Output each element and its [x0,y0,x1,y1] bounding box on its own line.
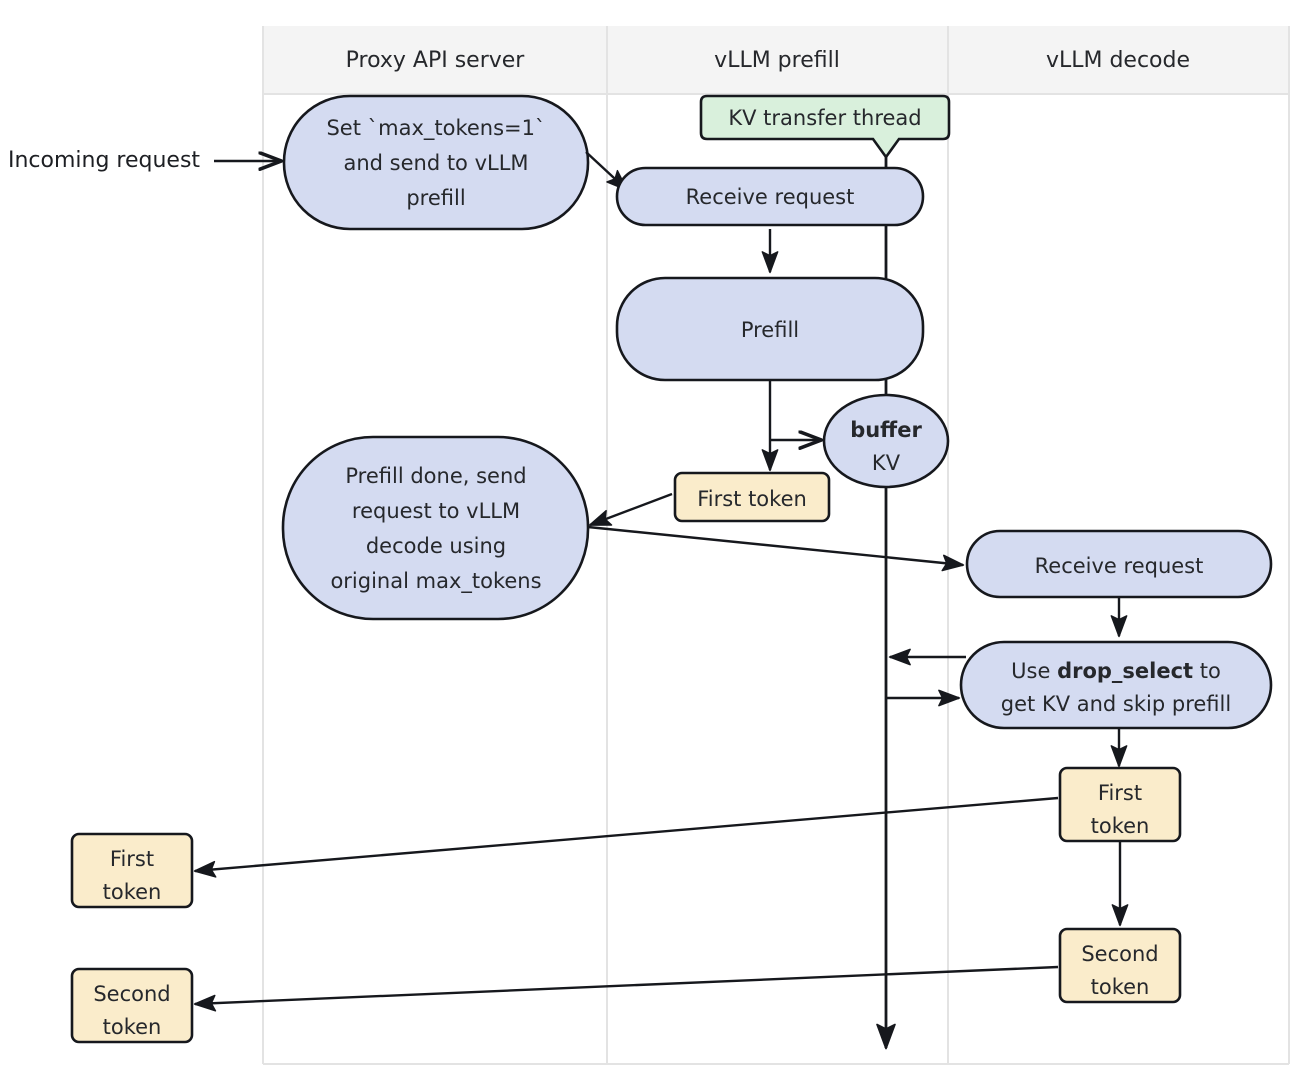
lane-title-decode: vLLM decode [1046,48,1190,73]
node-set-max-tokens-shape [282,94,590,231]
node-kv-transfer-thread-shape [699,94,951,160]
node-prefill-receive-request-shape [615,166,925,227]
node-set-max-tokens-line-3: prefill [406,186,465,210]
node-prefill[interactable]: Prefill [615,276,925,382]
node-kv-transfer-thread[interactable]: KV transfer thread [699,94,951,160]
node-prefill-receive-request[interactable]: Receive request [615,166,925,227]
node-decode-second-token-shape [1058,927,1182,1004]
drop-select-seg-1: Use [1011,659,1057,683]
node-prefill-done-line-3: decode using [366,534,506,558]
lane-title-prefill: vLLM prefill [714,48,840,73]
node-prefill-label: Prefill [741,318,799,342]
node-prefill-done-line-1: Prefill done, send [345,464,526,488]
node-proxy-second-token-line-1: Second [93,982,170,1006]
node-decode-first-token-line-2: token [1091,814,1150,838]
edge-prefill-first-token-to-prefill-done [588,492,673,527]
node-proxy-first-token[interactable]: First token [70,832,194,909]
node-decode-second-token[interactable]: Second token [1058,927,1182,1004]
node-buffer-kv-line-2: KV [872,451,901,475]
drop-select-seg-3: to [1193,659,1221,683]
node-proxy-first-token-line-1: First [110,847,154,871]
node-kv-transfer-thread-label: KV transfer thread [728,106,921,130]
node-drop-select-line-2: get KV and skip prefill [1001,692,1231,716]
edge-decode-first-token-to-proxy-first-token [193,796,1059,878]
node-decode-first-token-line-1: First [1098,781,1142,805]
node-set-max-tokens[interactable]: Set `max_tokens=1` and send to vLLM pref… [282,94,590,231]
drop-select-seg-2: drop_select [1057,659,1193,683]
node-drop-select[interactable]: Use drop_select to get KV and skip prefi… [959,640,1273,730]
node-prefill-first-token[interactable]: First token [673,471,831,523]
node-proxy-first-token-shape [70,832,194,909]
node-decode-receive-request[interactable]: Receive request [965,529,1273,599]
node-prefill-first-token-label: First token [697,487,807,511]
node-prefill-done[interactable]: Prefill done, send request to vLLM decod… [281,435,590,621]
node-decode-second-token-line-2: token [1091,975,1150,999]
node-decode-first-token[interactable]: First token [1058,766,1182,843]
node-proxy-second-token-shape [70,967,194,1044]
node-buffer-kv-shape [822,393,950,489]
node-drop-select-shape [959,640,1273,730]
node-set-max-tokens-line-2: and send to vLLM [343,151,528,175]
node-set-max-tokens-line-1: Set `max_tokens=1` [326,116,545,141]
node-decode-second-token-line-1: Second [1081,942,1158,966]
lane-header-band [263,26,1290,94]
node-proxy-second-token[interactable]: Second token [70,967,194,1044]
node-prefill-done-line-2: request to vLLM [352,499,520,523]
edge-decode-second-token-to-proxy-second-token [193,965,1059,1012]
incoming-request-label: Incoming request [8,148,200,173]
node-prefill-receive-request-label: Receive request [686,185,855,209]
lane-container: Proxy API server vLLM prefill vLLM decod… [262,26,1290,1065]
lane-title-proxy: Proxy API server [346,48,526,73]
node-proxy-second-token-line-2: token [103,1015,162,1039]
edge-prefill-done-to-decode-receive [587,525,965,572]
incoming-request-group: Incoming request [8,148,281,173]
node-buffer-kv[interactable]: buffer KV [822,393,950,489]
node-buffer-kv-line-1: buffer [850,418,922,442]
node-prefill-first-token-shape [673,471,831,523]
node-proxy-first-token-line-2: token [103,880,162,904]
node-decode-receive-request-label: Receive request [1035,554,1204,578]
node-drop-select-line-1: Use drop_select to [1011,659,1221,683]
node-prefill-done-line-4: original max_tokens [330,569,541,594]
